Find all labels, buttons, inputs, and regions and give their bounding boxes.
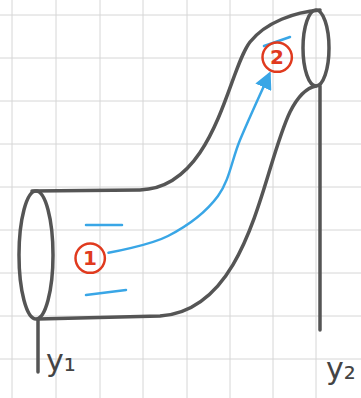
callout-circle: 2 (261, 41, 293, 73)
height-label: y₁ (46, 346, 76, 376)
flow-arrow (108, 75, 269, 253)
height-label: y₂ (326, 354, 356, 384)
flow-marks (86, 37, 290, 295)
callout-number: 1 (83, 248, 97, 268)
callout-circle: 1 (74, 242, 106, 274)
callout-number: 2 (270, 47, 284, 67)
pipe-outline (19, 10, 329, 372)
